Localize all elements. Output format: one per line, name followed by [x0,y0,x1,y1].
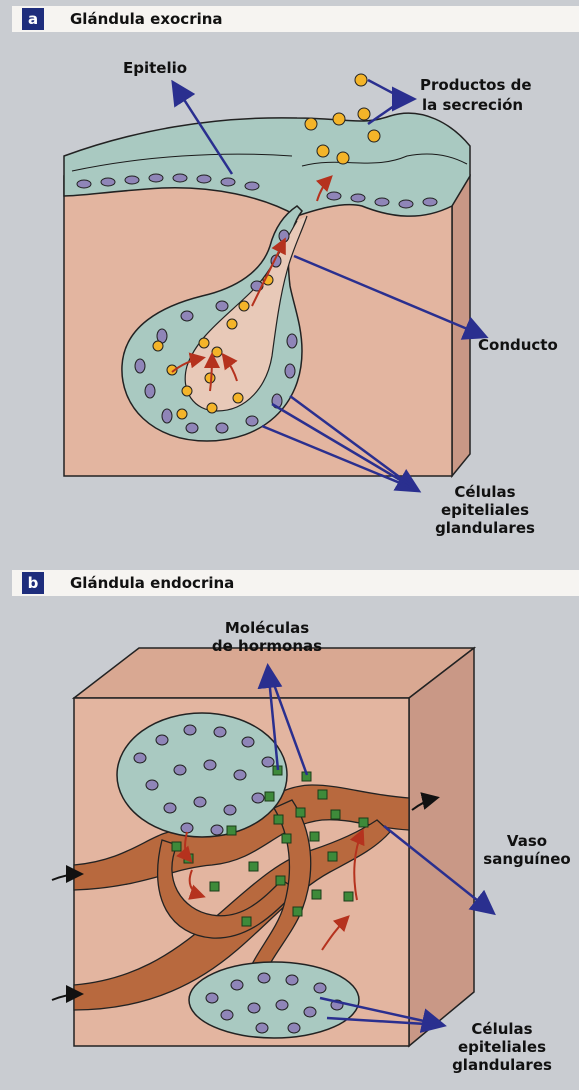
label-vaso-line2: sanguíneo [482,850,572,868]
label-moleculas-line1: Moléculas [192,619,342,637]
label-vaso-line1: Vaso [482,832,572,850]
panel-exocrine-gland: a Glándula exocrina [12,6,579,554]
label-epitelio: Epitelio [123,59,187,77]
label-productos-line1: Productos de [420,76,532,94]
label-celulas-b-line3: glandulares [432,1056,572,1074]
label-celulas-b-line1: Células [432,1020,572,1038]
label-celulas-line2: epiteliales [410,501,560,519]
label-celulas-line1: Células [410,483,560,501]
label-moleculas-line2: de hormonas [192,637,342,655]
label-conducto: Conducto [478,336,558,354]
panel-endocrine-gland: b Glándula endocrina [12,570,579,1085]
cell-cluster-upper [117,713,287,837]
label-productos-line2: la secreción [422,96,523,114]
label-celulas-line3: glandulares [410,519,560,537]
label-celulas-b-line2: epiteliales [432,1038,572,1056]
